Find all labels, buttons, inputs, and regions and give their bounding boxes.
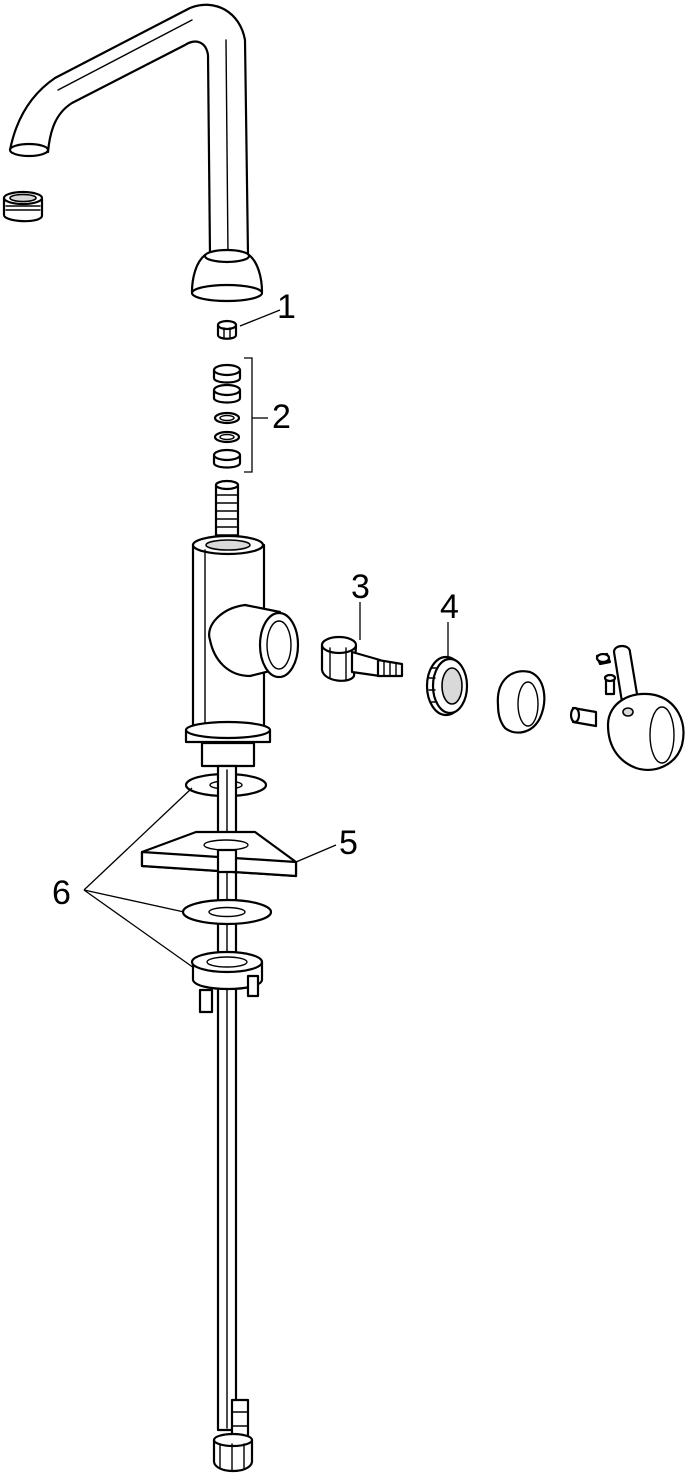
part-4-nut — [425, 655, 469, 717]
supply-hose — [212, 764, 254, 1473]
part-6-fixing-nut — [190, 950, 264, 1014]
callout-6: 6 — [52, 874, 71, 912]
part-3-cartridge — [320, 635, 404, 682]
screw-parts — [569, 652, 617, 728]
callout-5: 5 — [339, 824, 358, 862]
aerator — [2, 190, 44, 223]
spout — [8, 3, 264, 303]
handle-cover — [496, 670, 546, 734]
part-2-seal-set — [212, 357, 253, 473]
part-1-nut — [216, 319, 238, 340]
part-6-washer-middle — [181, 898, 273, 926]
threaded-stem — [214, 479, 240, 547]
lever-handle — [606, 644, 685, 771]
callout-1: 1 — [277, 288, 296, 326]
callout-3: 3 — [351, 568, 370, 606]
callout-2: 2 — [272, 398, 291, 436]
leader-lines — [83, 309, 449, 969]
callout-4: 4 — [440, 588, 459, 626]
part-5-mounting-plate — [140, 830, 298, 878]
mixer-body — [184, 534, 300, 768]
